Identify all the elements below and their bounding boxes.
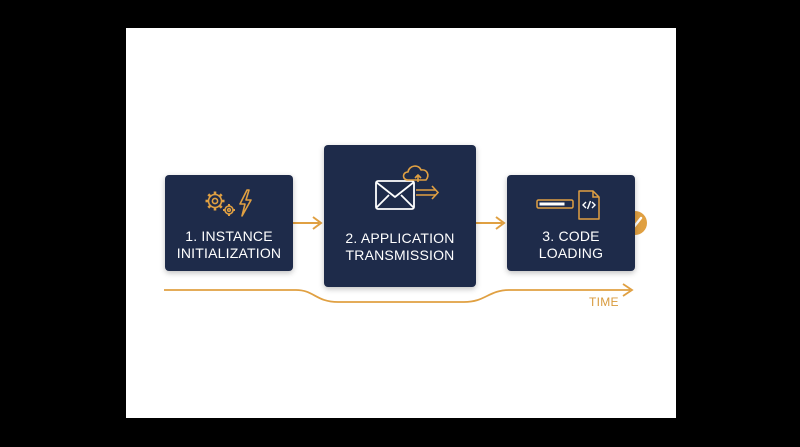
code-file-icon bbox=[578, 190, 600, 220]
step-code-loading: 3. CODE LOADING bbox=[507, 175, 635, 271]
step-instance-initialization: 1. INSTANCE INITIALIZATION bbox=[165, 175, 293, 271]
step1-label-line2: INITIALIZATION bbox=[176, 245, 282, 261]
step3-label-line2: LOADING bbox=[538, 245, 604, 261]
step3-label: 3. CODE LOADING bbox=[507, 228, 635, 262]
send-arrow-icon bbox=[416, 185, 440, 200]
lightning-bolt-icon bbox=[239, 189, 252, 217]
arrow-step1-to-step2 bbox=[293, 216, 323, 230]
step2-label: 2. APPLICATION TRANSMISSION bbox=[324, 230, 476, 264]
timeline-label: TIME bbox=[589, 295, 619, 309]
step1-label-line1: 1. INSTANCE bbox=[185, 228, 273, 244]
step-application-transmission: 2. APPLICATION TRANSMISSION bbox=[324, 145, 476, 287]
step2-label-line1: 2. APPLICATION bbox=[345, 230, 455, 246]
envelope-icon bbox=[375, 165, 440, 210]
gears-icon bbox=[205, 189, 252, 217]
progress-bar-icon bbox=[536, 190, 600, 220]
step1-label: 1. INSTANCE INITIALIZATION bbox=[165, 228, 293, 262]
step2-label-line2: TRANSMISSION bbox=[345, 247, 455, 263]
diagram-canvas: 1. INSTANCE INITIALIZATION bbox=[126, 28, 676, 418]
cloud-upload-icon bbox=[402, 165, 429, 182]
step3-label-line1: 3. CODE bbox=[542, 228, 600, 244]
timeline-arrow bbox=[164, 283, 634, 303]
arrow-step2-to-step3 bbox=[476, 216, 506, 230]
